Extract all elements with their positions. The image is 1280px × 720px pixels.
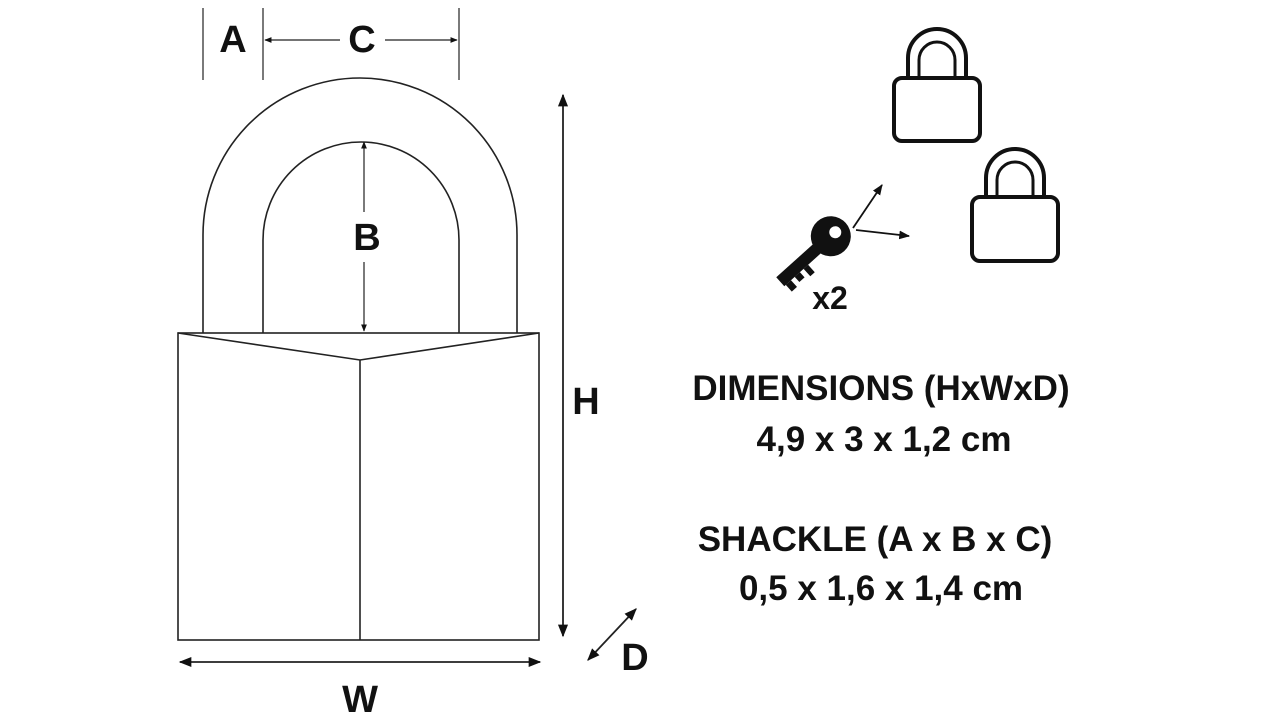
label-h: H [572,381,599,423]
padlock-icon [970,147,1060,263]
key-icon [776,216,851,292]
shackle-title: SHACKLE (A x B x C) [698,520,1053,559]
dimensions-title: DIMENSIONS (HxWxD) [692,369,1069,408]
label-b: B [353,217,380,259]
label-c: C [348,19,375,61]
label-a: A [219,19,246,61]
arrow-icon [852,184,911,240]
label-w: W [342,679,378,720]
padlock-shackle [202,77,518,333]
dimension-lines [178,8,637,668]
dimension-d-line [587,608,637,661]
key-count: x2 [812,280,848,316]
padlock-body [177,332,540,641]
label-d: D [621,637,648,679]
shackle-value: 0,5 x 1,6 x 1,4 cm [739,569,1023,608]
padlock-icon [892,27,982,143]
dimensions-value: 4,9 x 3 x 1,2 cm [757,420,1012,459]
